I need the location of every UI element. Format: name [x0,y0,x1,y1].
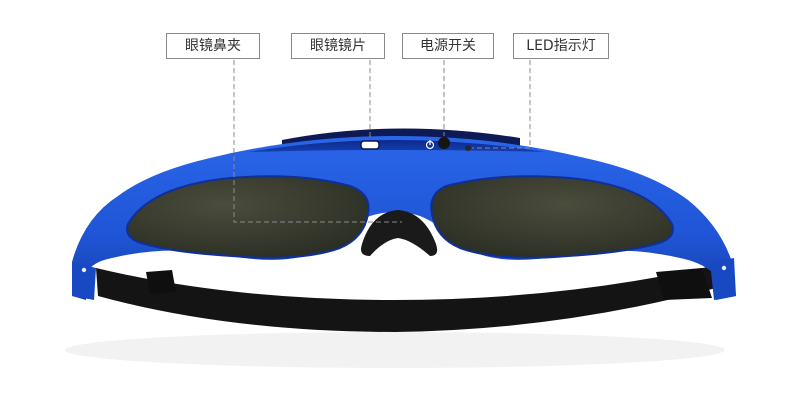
ground-shadow [65,332,725,368]
right-hinge-hole [721,265,727,271]
top-rim [282,128,520,148]
led-indicator [465,145,471,151]
power-switch-callout: 电源开关 [402,33,494,59]
right-lens [430,175,674,259]
strap-end-right [656,268,712,300]
led-indicator-callout: LED指示灯 [513,33,609,59]
callout-lines [233,60,531,223]
right-hinge [710,258,736,300]
power-button [438,137,450,149]
nose-clip-callout: 眼镜鼻夹 [166,33,260,59]
nose-clip-leader [233,60,402,223]
left-hinge-hole [81,267,87,273]
left-lens [126,175,370,259]
headband-strap [96,266,716,332]
strap-end-left [146,270,176,294]
led-leader [472,60,531,149]
lens-callout: 眼镜镜片 [291,33,385,59]
usb-port [360,140,380,150]
left-hinge [72,262,96,300]
